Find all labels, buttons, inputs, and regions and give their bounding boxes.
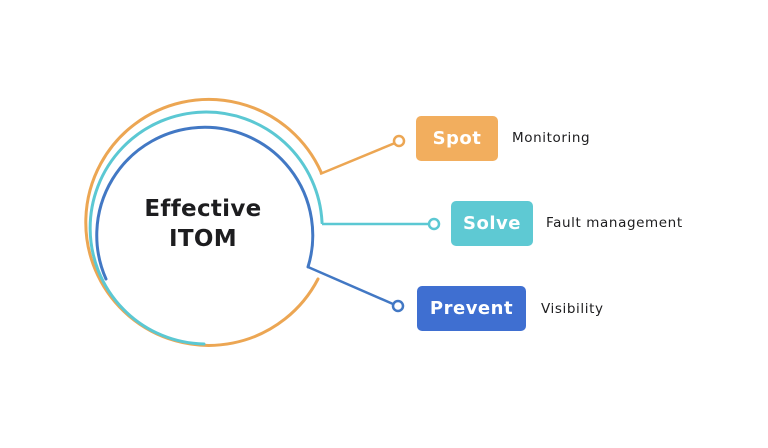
center-title-line1: Effective bbox=[144, 196, 262, 222]
connector-solve-node bbox=[427, 217, 441, 231]
description-solve: Fault management bbox=[546, 215, 683, 231]
center-title: Effective ITOM bbox=[103, 194, 303, 254]
pill-spot: Spot bbox=[416, 116, 498, 161]
pill-solve: Solve bbox=[451, 201, 533, 246]
description-prevent: Visibility bbox=[541, 301, 604, 317]
outer-ring-arc bbox=[84, 97, 323, 347]
description-spot: Monitoring bbox=[512, 130, 591, 146]
pill-prevent: Prevent bbox=[417, 286, 526, 331]
connector-spot-node bbox=[392, 134, 406, 148]
center-title-line2: ITOM bbox=[169, 226, 237, 252]
inner-ring-arc bbox=[95, 125, 315, 281]
connector-spot bbox=[319, 141, 396, 176]
middle-ring-arc bbox=[88, 110, 324, 346]
connector-prevent bbox=[307, 265, 394, 306]
connector-prevent-node bbox=[391, 299, 405, 313]
